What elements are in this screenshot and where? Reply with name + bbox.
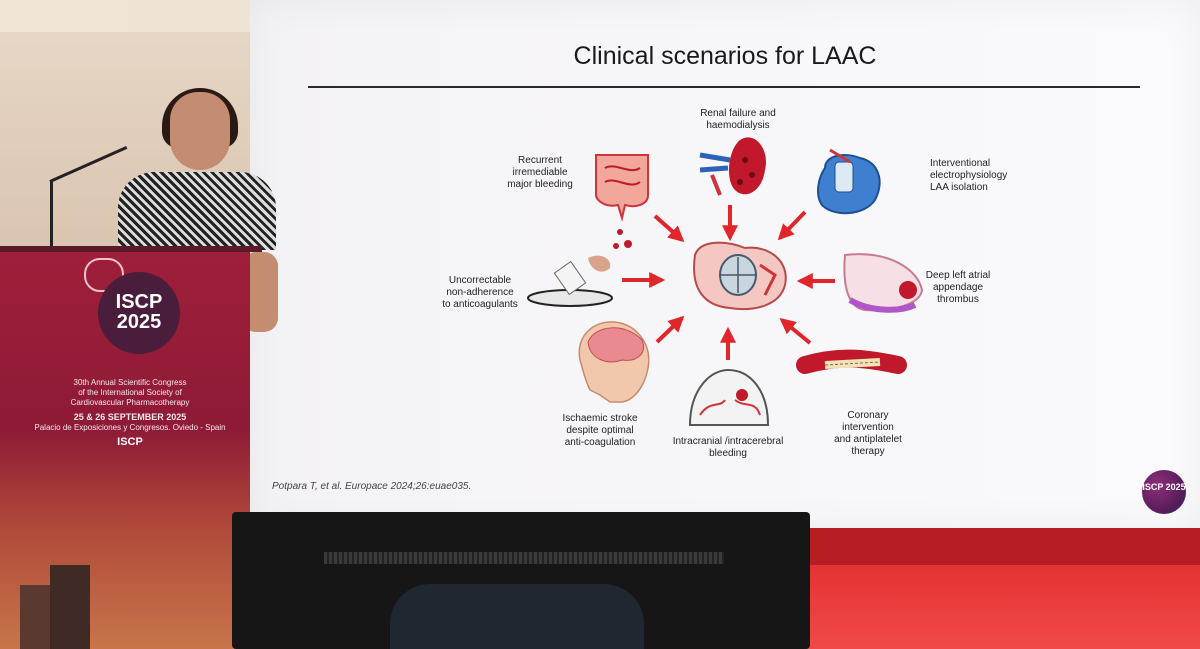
podium-brand: ISCP 2025 xyxy=(100,292,178,332)
label-stroke-1: Ischaemic stroke xyxy=(562,413,637,424)
kidney-icon xyxy=(699,137,766,196)
podium-brand-year: 2025 xyxy=(116,311,162,333)
intestine-bleeding-icon xyxy=(595,154,649,249)
head-brain-icon xyxy=(578,321,650,403)
label-bleeding-3: major bleeding xyxy=(507,179,573,190)
label-ep-1: Interventional xyxy=(930,158,990,169)
speaker-face xyxy=(170,92,230,170)
label-laa-3: thrombus xyxy=(937,294,979,305)
podium-dates: 25 & 26 SEPTEMBER 2025 xyxy=(73,412,187,422)
slide-citation: Potpara T, et al. Europace 2024;26:euae0… xyxy=(272,481,472,492)
pill-disposal-icon xyxy=(527,255,613,307)
slide-logo: ISCP 2025 xyxy=(1142,470,1186,514)
coronary-stent-icon xyxy=(796,349,907,374)
label-ep-3: LAA isolation xyxy=(930,182,988,193)
podium-congress-line-3: Cardiovascular Pharmacotherapy xyxy=(70,398,190,407)
podium-venue: Palacio de Exposiciones y Congresos. Ovi… xyxy=(34,423,226,432)
label-renal-1: Renal failure and xyxy=(700,108,776,119)
label-coronary-2: intervention xyxy=(842,422,894,433)
label-bleeding-1: Recurrent xyxy=(518,155,562,166)
label-bleeding-2: irremediable xyxy=(512,167,567,178)
slide-logo-text: ISCP 2025 xyxy=(1142,482,1186,492)
label-laa-2: appendage xyxy=(933,282,983,293)
label-stroke-3: anti-coagulation xyxy=(565,437,636,448)
podium-small-logo: ISCP xyxy=(117,436,143,448)
heart-ablation-icon xyxy=(817,148,881,215)
label-intracranial-1: Intracranial /intracerebral xyxy=(673,436,784,447)
microphone-stand xyxy=(50,180,53,248)
brain-hemorrhage-icon xyxy=(688,368,770,426)
label-laa-1: Deep left atrial xyxy=(926,270,990,281)
atrial-appendage-thrombus-icon xyxy=(843,253,924,313)
arrow-top-right xyxy=(777,210,807,241)
label-coronary-4: therapy xyxy=(851,446,884,457)
label-ep-2: electrophysiology xyxy=(930,170,1007,181)
monitor-vent xyxy=(324,552,724,564)
label-renal-2: haemodialysis xyxy=(706,120,769,131)
podium-logo-circle xyxy=(98,272,180,354)
speaker-torso xyxy=(118,172,276,250)
label-coronary-1: Coronary xyxy=(847,410,888,421)
audience-head xyxy=(390,584,644,649)
label-adherence-2: non-adherence xyxy=(446,287,514,298)
label-adherence-1: Uncorrectable xyxy=(449,275,512,286)
scenario-diagram: Renal failure and haemodialysis Interven… xyxy=(442,108,1007,459)
label-adherence-3: to anticoagulants xyxy=(442,299,518,310)
arrows xyxy=(622,205,835,360)
slide-title: Clinical scenarios for LAAC xyxy=(573,42,877,70)
heart-laa-occluder-icon xyxy=(693,241,787,311)
podium-congress-text: 30th Annual Scientific Congress of the I… xyxy=(30,378,230,408)
podium-top-edge xyxy=(0,246,262,252)
arrow-bottom-right xyxy=(779,317,812,345)
label-coronary-3: and antiplatelet xyxy=(834,434,902,445)
arrow-bottom-left xyxy=(655,315,685,344)
podium-congress-line-2: of the International Society of xyxy=(78,388,182,397)
label-intracranial-2: bleeding xyxy=(709,448,747,459)
podium-congress-line-1: 30th Annual Scientific Congress xyxy=(73,378,187,387)
arrow-top-left xyxy=(653,214,685,243)
label-stroke-2: despite optimal xyxy=(566,425,633,436)
cathedral-illustration xyxy=(20,565,90,649)
podium-brand-name: ISCP xyxy=(115,291,163,313)
title-divider xyxy=(308,86,1140,88)
